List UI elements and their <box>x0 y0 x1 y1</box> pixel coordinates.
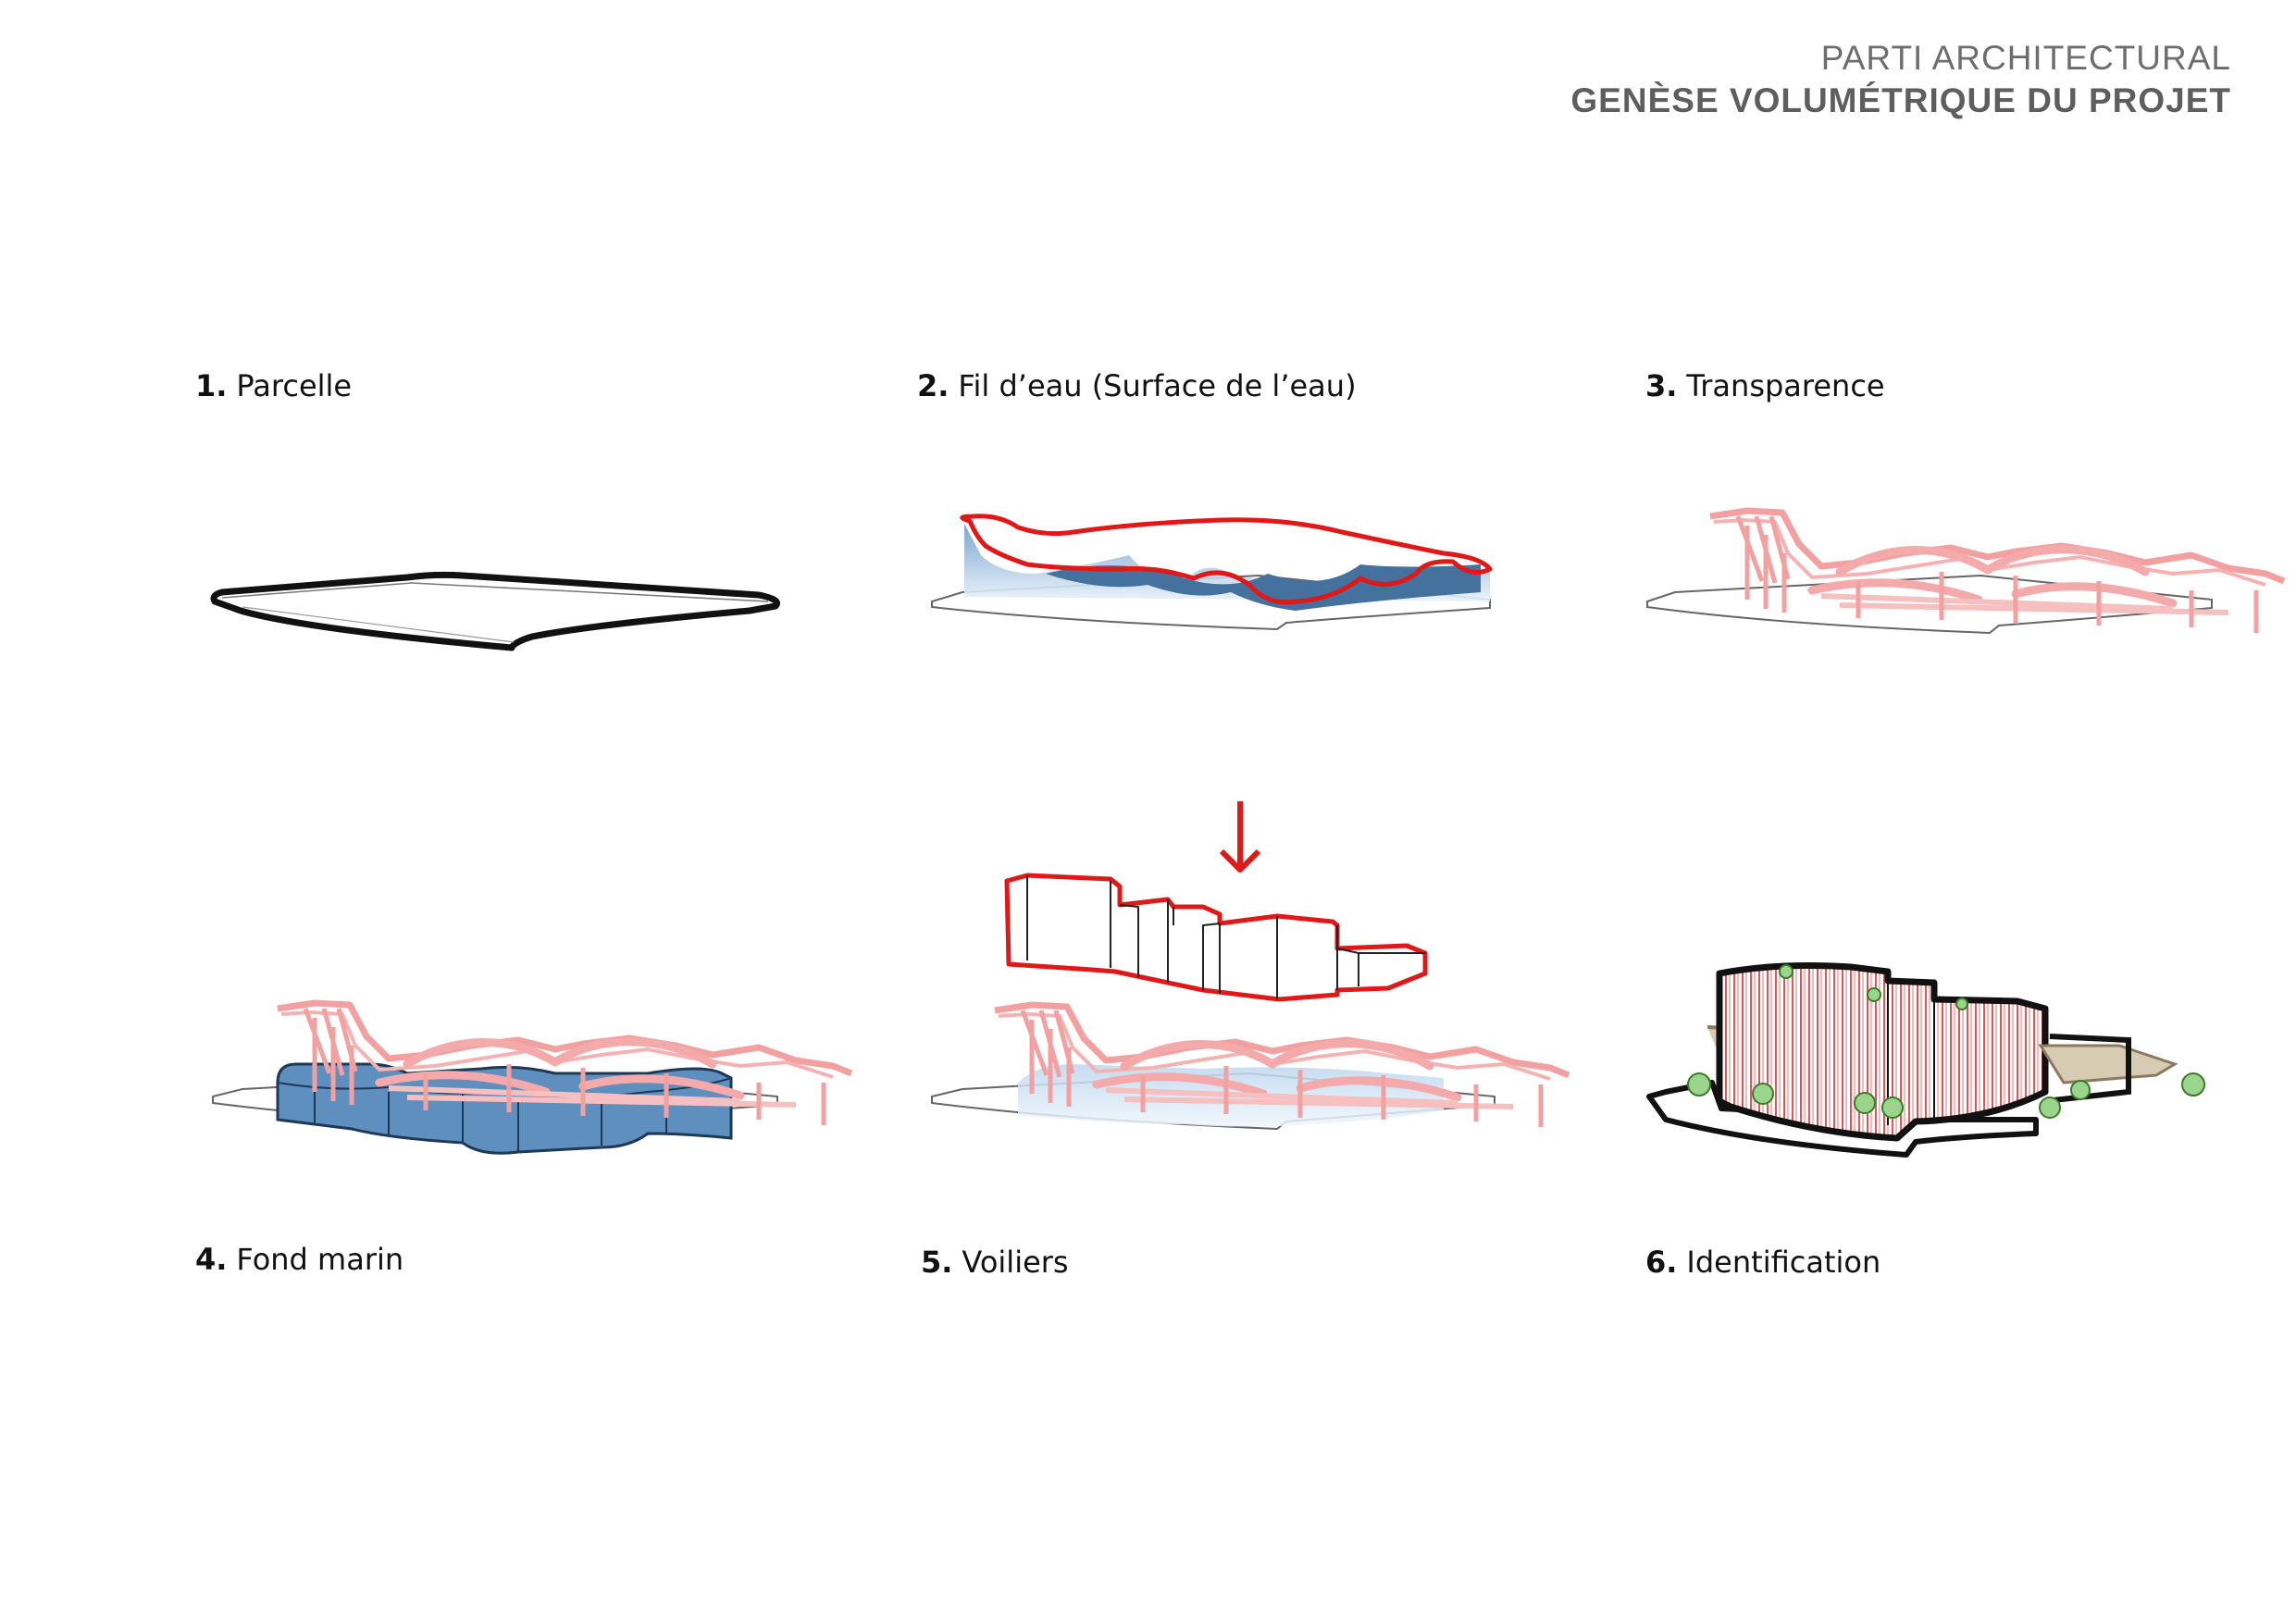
step-4-number: 4. <box>195 1242 228 1277</box>
step-5-label: 5. Voiliers <box>921 1245 1069 1280</box>
sailboats-diagram <box>931 801 1569 1129</box>
step-3-text: Transparence <box>1686 368 1885 403</box>
water-surface-diagram <box>931 514 1493 631</box>
step-5-number: 5. <box>921 1245 953 1280</box>
step-2-label: 2. Fil d’eau (Surface de l’eau) <box>917 368 1357 403</box>
step-1-number: 1. <box>195 368 228 403</box>
step-4-label: 4.Fond marin <box>195 1242 403 1277</box>
parcel-diagram <box>210 571 780 651</box>
step-6-number: 6. <box>1645 1245 1678 1280</box>
identification-diagram <box>1646 962 2205 1158</box>
step-5-text: Voiliers <box>962 1245 1069 1280</box>
step-1-label: 1.Parcelle <box>195 368 352 403</box>
step-3-label: 3.Transparence <box>1645 368 1885 403</box>
header-title: PARTI ARCHITECTURAL <box>1820 39 2231 77</box>
step-6-text: Identification <box>1686 1245 1881 1280</box>
step-6-label: 6.Identification <box>1645 1245 1880 1280</box>
step-2-number: 2. <box>917 368 949 403</box>
header-subtitle: GENÈSE VOLUMÉTRIQUE DU PROJET <box>1570 81 2231 119</box>
step-4-text: Fond marin <box>236 1242 404 1277</box>
step-3-number: 3. <box>1645 368 1678 403</box>
transparency-diagram <box>1646 511 2284 633</box>
page-header: PARTI ARCHITECTURAL GENÈSE VOLUMÉTRIQUE … <box>1570 37 2231 122</box>
seabed-diagram <box>212 1003 851 1155</box>
tree-icons <box>1687 964 2205 1119</box>
step-2-text: Fil d’eau (Surface de l’eau) <box>958 368 1357 403</box>
step-1-text: Parcelle <box>236 368 353 403</box>
